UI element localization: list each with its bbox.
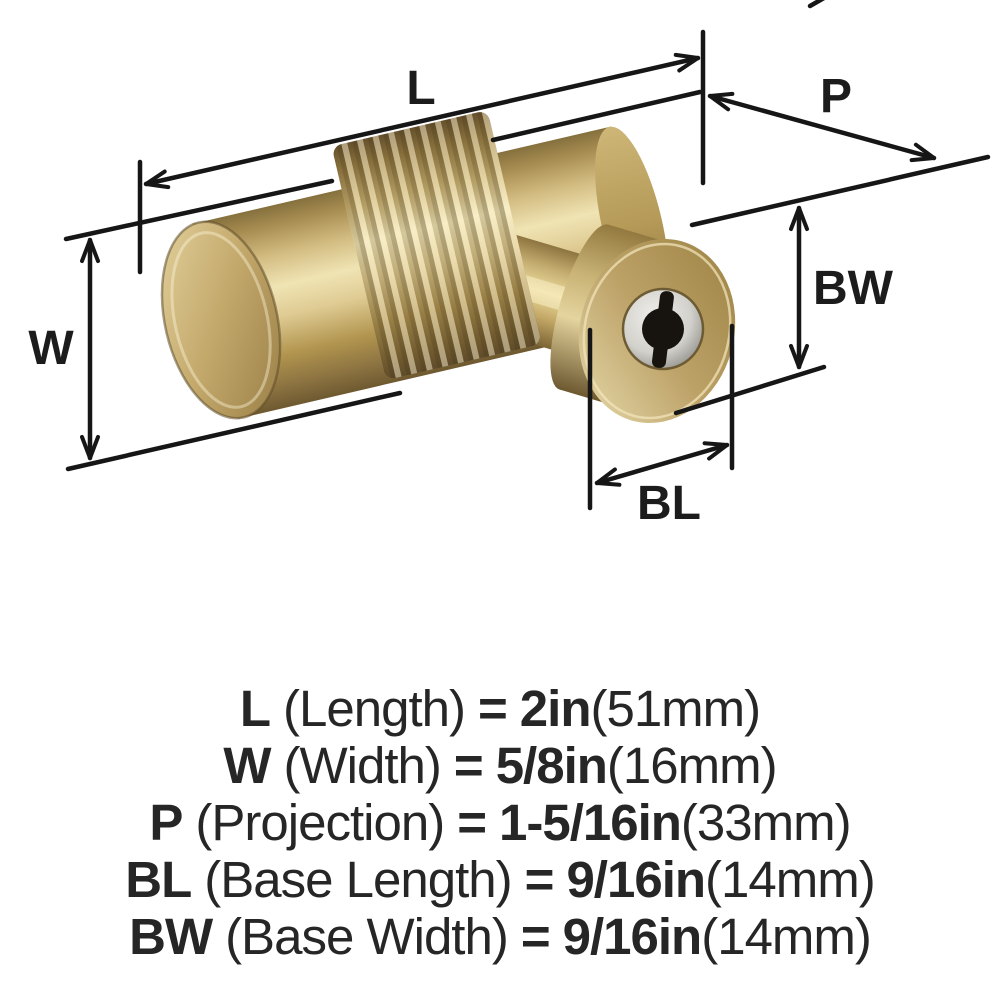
- spec-abbr: P: [149, 794, 183, 851]
- spec-name: (Projection): [195, 794, 445, 851]
- spec-metric: (14mm): [701, 908, 872, 965]
- spec-equals: =: [524, 851, 555, 908]
- spec-row-width: W(Width)=5/8in(16mm): [0, 737, 1000, 794]
- spec-name: (Base Length): [204, 851, 512, 908]
- dimension-lines: [63, 0, 991, 511]
- ref-line-wall-plane: [689, 154, 991, 228]
- dim-label-base-length: BL: [637, 477, 701, 530]
- spec-row-length: L(Length)=2in(51mm): [0, 680, 1000, 737]
- dim-arrow-base-length: [594, 441, 730, 487]
- spec-abbr: BW: [129, 908, 213, 965]
- knob-illustration: [160, 112, 736, 424]
- spec-equals: =: [477, 680, 508, 737]
- screw-hole: [642, 308, 684, 350]
- dim-arrow-projection: [707, 91, 937, 163]
- spec-value: 2in: [519, 680, 592, 737]
- dim-label-base-width: BW: [813, 262, 894, 315]
- spec-abbr: W: [223, 737, 271, 794]
- product-dimension-diagram: L P W BW BL: [28, 0, 991, 530]
- dim-arrow-length: [143, 52, 701, 190]
- knob-bar-left-face: [161, 221, 281, 419]
- spec-row-base-length: BL(Base Length)=9/16in(14mm): [0, 851, 1000, 908]
- spec-row-projection: P(Projection)=1-5/16in(33mm): [0, 794, 1000, 851]
- spec-equals: =: [520, 908, 551, 965]
- ref-line-width-bottom: [65, 390, 403, 472]
- spec-value: 5/8in: [495, 737, 608, 794]
- spec-metric: (16mm): [606, 737, 778, 794]
- spec-equals: =: [457, 794, 487, 851]
- spec-abbr: BL: [125, 851, 192, 908]
- spec-value: 9/16in: [566, 851, 706, 908]
- cropped-line-fragment: [807, 0, 826, 9]
- spec-metric: (14mm): [705, 851, 876, 908]
- knob-base-face: [578, 238, 736, 424]
- spec-name: (Base Width): [225, 908, 509, 965]
- spec-value: 1-5/16in: [498, 794, 682, 851]
- ref-line-width-top: [63, 178, 335, 242]
- dimension-specs: L(Length)=2in(51mm) W(Width)=5/8in(16mm)…: [0, 680, 1000, 965]
- dim-label-length: L: [406, 62, 435, 115]
- spec-name: (Width): [283, 737, 442, 794]
- spec-metric: (51mm): [590, 680, 761, 737]
- ref-line-base-bottom: [673, 364, 827, 416]
- spec-row-base-width: BW(Base Width)=9/16in(14mm): [0, 908, 1000, 965]
- dim-label-width: W: [28, 322, 74, 375]
- spec-value: 9/16in: [562, 908, 703, 965]
- dim-label-projection: P: [820, 70, 852, 123]
- spec-equals: =: [453, 737, 484, 794]
- spec-name: (Length): [283, 680, 466, 737]
- spec-abbr: L: [239, 680, 271, 737]
- spec-metric: (33mm): [680, 794, 852, 851]
